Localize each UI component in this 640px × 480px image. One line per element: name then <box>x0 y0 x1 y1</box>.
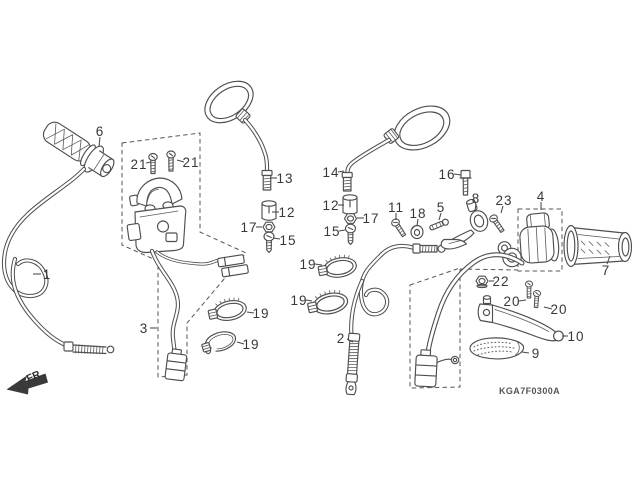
part-label-14: 14 <box>322 165 339 180</box>
band-clamp-19-a <box>316 252 359 282</box>
band-clamp-19-b <box>305 286 351 319</box>
lever-cover-9 <box>469 337 525 360</box>
adjuster-bolt-15-left <box>263 231 275 254</box>
part-label-20-a: 20 <box>503 294 520 309</box>
pivot-pin-5 <box>429 218 449 231</box>
screw-21-right <box>166 150 176 172</box>
leader-line-2 <box>346 338 354 343</box>
bolt-11 <box>389 216 408 239</box>
fr-arrow-shape <box>6 373 48 395</box>
mirror-13 <box>204 80 273 191</box>
part-label-19-d: 19 <box>242 337 259 352</box>
throttle-cable-1 <box>1 166 115 355</box>
leader-line-7 <box>606 255 611 265</box>
leader-line-18 <box>416 218 419 227</box>
brake-lever-10 <box>477 295 564 342</box>
leader-line-21-b <box>176 159 185 163</box>
leader-line-14 <box>337 170 345 173</box>
leader-line-15-right <box>338 229 346 232</box>
cable-adjuster-12-left <box>261 200 277 221</box>
part-label-3: 3 <box>140 321 149 336</box>
part-label-6: 6 <box>96 124 105 139</box>
part-label-7: 7 <box>602 263 611 278</box>
lever-bracket-8 <box>440 198 489 250</box>
part-label-12-right: 12 <box>322 198 339 213</box>
leader-line-16 <box>453 173 462 176</box>
leader-line-8 <box>474 203 477 212</box>
leader-line-19-c <box>246 311 255 314</box>
leader-line-19-d <box>236 341 245 345</box>
grommet-18 <box>410 224 424 240</box>
leader-line-6 <box>98 136 101 148</box>
bolt-16 <box>459 169 472 196</box>
adjuster-bolt-15-right <box>344 223 357 246</box>
leader-lines-layer <box>33 136 611 354</box>
part-label-9: 9 <box>532 346 541 361</box>
part-label-20-b: 20 <box>550 302 567 317</box>
leader-line-9 <box>521 351 530 354</box>
nut-17-left <box>262 221 276 233</box>
part-label-19-b: 19 <box>290 293 307 308</box>
part-label-12-left: 12 <box>278 205 295 220</box>
part-label-13: 13 <box>276 171 293 186</box>
part-label-17-left: 17 <box>240 220 257 235</box>
part-label-1: 1 <box>43 267 52 282</box>
screw-23 <box>487 212 507 235</box>
leader-line-20-a <box>518 299 527 302</box>
leader-line-20-b <box>543 306 553 310</box>
part-label-8: 8 <box>472 191 481 206</box>
part-label-11: 11 <box>388 200 404 215</box>
part-label-4: 4 <box>537 189 546 204</box>
leader-line-5 <box>438 212 442 221</box>
leader-line-19-b <box>305 299 313 302</box>
cable-adjuster-12-right <box>342 194 358 215</box>
part-label-17-right: 17 <box>362 211 379 226</box>
part-label-15-right: 15 <box>323 224 340 239</box>
band-clamp-19-d <box>201 331 237 355</box>
flange-nut-22 <box>475 275 489 289</box>
grip-7 <box>563 224 633 268</box>
part-label-15-left: 15 <box>279 233 296 248</box>
screw-21-left <box>148 152 158 175</box>
part-label-19-a: 19 <box>299 257 316 272</box>
clutch-cable-2 <box>345 243 446 396</box>
leader-line-19-a <box>314 263 323 266</box>
connector-3 <box>164 348 188 382</box>
screw-20-left <box>524 280 534 299</box>
leader-line-23 <box>500 205 504 214</box>
wire-connector-4 <box>414 252 525 388</box>
part-label-22: 22 <box>492 274 509 289</box>
fr-direction-arrow: FR. <box>6 367 48 395</box>
part-label-21-b: 21 <box>182 155 199 170</box>
nut-17-right <box>343 213 358 224</box>
throttle-grip-6 <box>42 121 115 178</box>
part-label-16: 16 <box>438 167 455 182</box>
part-label-19-c: 19 <box>252 306 269 321</box>
part-label-18: 18 <box>409 206 426 221</box>
part-label-10: 10 <box>567 329 584 344</box>
screw-20-right <box>531 289 542 309</box>
band-clamp-19-c <box>205 294 249 325</box>
mirror-14 <box>341 105 451 192</box>
part-label-2: 2 <box>337 331 346 346</box>
leader-line-21-a <box>145 161 152 164</box>
handle-switch-assy-3 <box>126 177 249 382</box>
part-label-21-a: 21 <box>130 157 147 172</box>
part-label-23: 23 <box>495 193 512 208</box>
leader-line-15-left <box>272 237 281 240</box>
diagram-code: KGA7F0300A <box>499 386 560 396</box>
part-label-5: 5 <box>437 200 446 215</box>
